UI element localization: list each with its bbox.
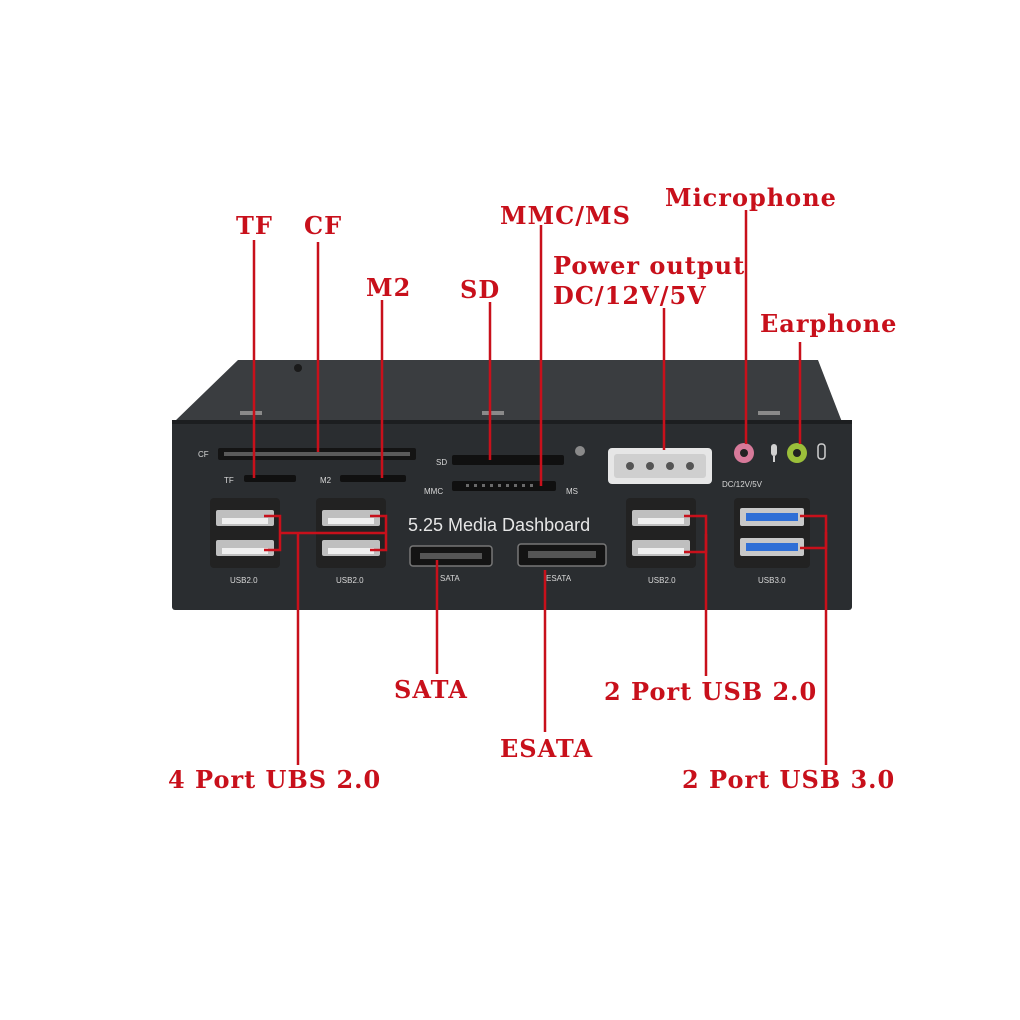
panel-label-cf: CF <box>198 450 209 459</box>
top-clip <box>482 411 504 415</box>
usb-tongue <box>638 518 684 524</box>
usb-tongue <box>328 518 374 524</box>
headphone-icon <box>817 443 826 460</box>
power-pin <box>646 462 654 470</box>
mmc-ms-slot <box>452 481 556 491</box>
callout-tf: TF <box>236 211 273 240</box>
callout-sd: SD <box>460 275 501 304</box>
panel-title: 5.25 Media Dashboard <box>408 515 591 535</box>
callout-leader-lines <box>252 210 828 765</box>
callout-sata: SATA <box>394 675 468 704</box>
usb-tongue <box>222 518 268 524</box>
panel-label-usb20-c: USB2.0 <box>648 576 676 585</box>
panel-label-usb20-a: USB2.0 <box>230 576 258 585</box>
top-clip <box>758 411 780 415</box>
usb20-port-group-c <box>626 498 696 568</box>
callout-power-line2: DC/12V/5V <box>553 281 707 310</box>
usb-tongue <box>222 548 268 554</box>
microphone-jack-hole <box>740 449 748 457</box>
callout-microphone: Microphone <box>665 183 837 212</box>
usb20-port-group-a <box>210 498 280 568</box>
m2-slot <box>340 475 406 482</box>
panel-label-sata: SATA <box>440 574 460 583</box>
sata-port-inner <box>420 553 482 559</box>
earphone-jack-hole <box>793 449 801 457</box>
power-pin <box>686 462 694 470</box>
activity-led <box>575 446 585 456</box>
power-pin <box>666 462 674 470</box>
microphone-icon-stand <box>773 456 775 462</box>
cf-slot-pins <box>224 452 410 456</box>
callout-usb30-2port: 2 Port USB 3.0 <box>682 765 896 794</box>
power-pin <box>626 462 634 470</box>
panel-label-usb30: USB3.0 <box>758 576 786 585</box>
power-connector-inner <box>614 454 706 478</box>
callout-mmc-ms: MMC/MS <box>500 201 631 230</box>
callout-power-line1: Power output <box>553 251 746 280</box>
microphone-icon <box>771 444 777 456</box>
callout-esata: ESATA <box>500 734 594 763</box>
mmc-slot-pins <box>466 484 533 487</box>
callout-usb20-2port: 2 Port USB 2.0 <box>604 677 818 706</box>
sd-slot <box>452 455 564 465</box>
callout-m2: M2 <box>366 273 412 302</box>
callout-cf: CF <box>304 211 343 240</box>
esata-port-inner <box>528 551 596 558</box>
panel-label-mmc: MMC <box>424 487 444 496</box>
usb-tongue <box>638 548 684 554</box>
usb30-blue-tongue <box>746 543 798 551</box>
panel-label-ms: MS <box>566 487 578 496</box>
callout-earphone: Earphone <box>760 309 898 338</box>
usb30-blue-tongue <box>746 513 798 521</box>
panel-label-m2: M2 <box>320 476 332 485</box>
panel-label-esata: ESATA <box>546 574 572 583</box>
callout-usb20-4port: 4 Port UBS 2.0 <box>168 765 382 794</box>
tf-slot <box>244 475 296 482</box>
usb-tongue <box>328 548 374 554</box>
panel-label-dc: DC/12V/5V <box>722 480 763 489</box>
top-clip <box>240 411 262 415</box>
panel-label-sd: SD <box>436 458 448 467</box>
screw-hole <box>294 364 302 372</box>
panel-label-tf: TF <box>224 476 234 485</box>
panel-label-usb20-b: USB2.0 <box>336 576 364 585</box>
device-top-face <box>174 360 842 422</box>
front-edge <box>172 420 852 424</box>
